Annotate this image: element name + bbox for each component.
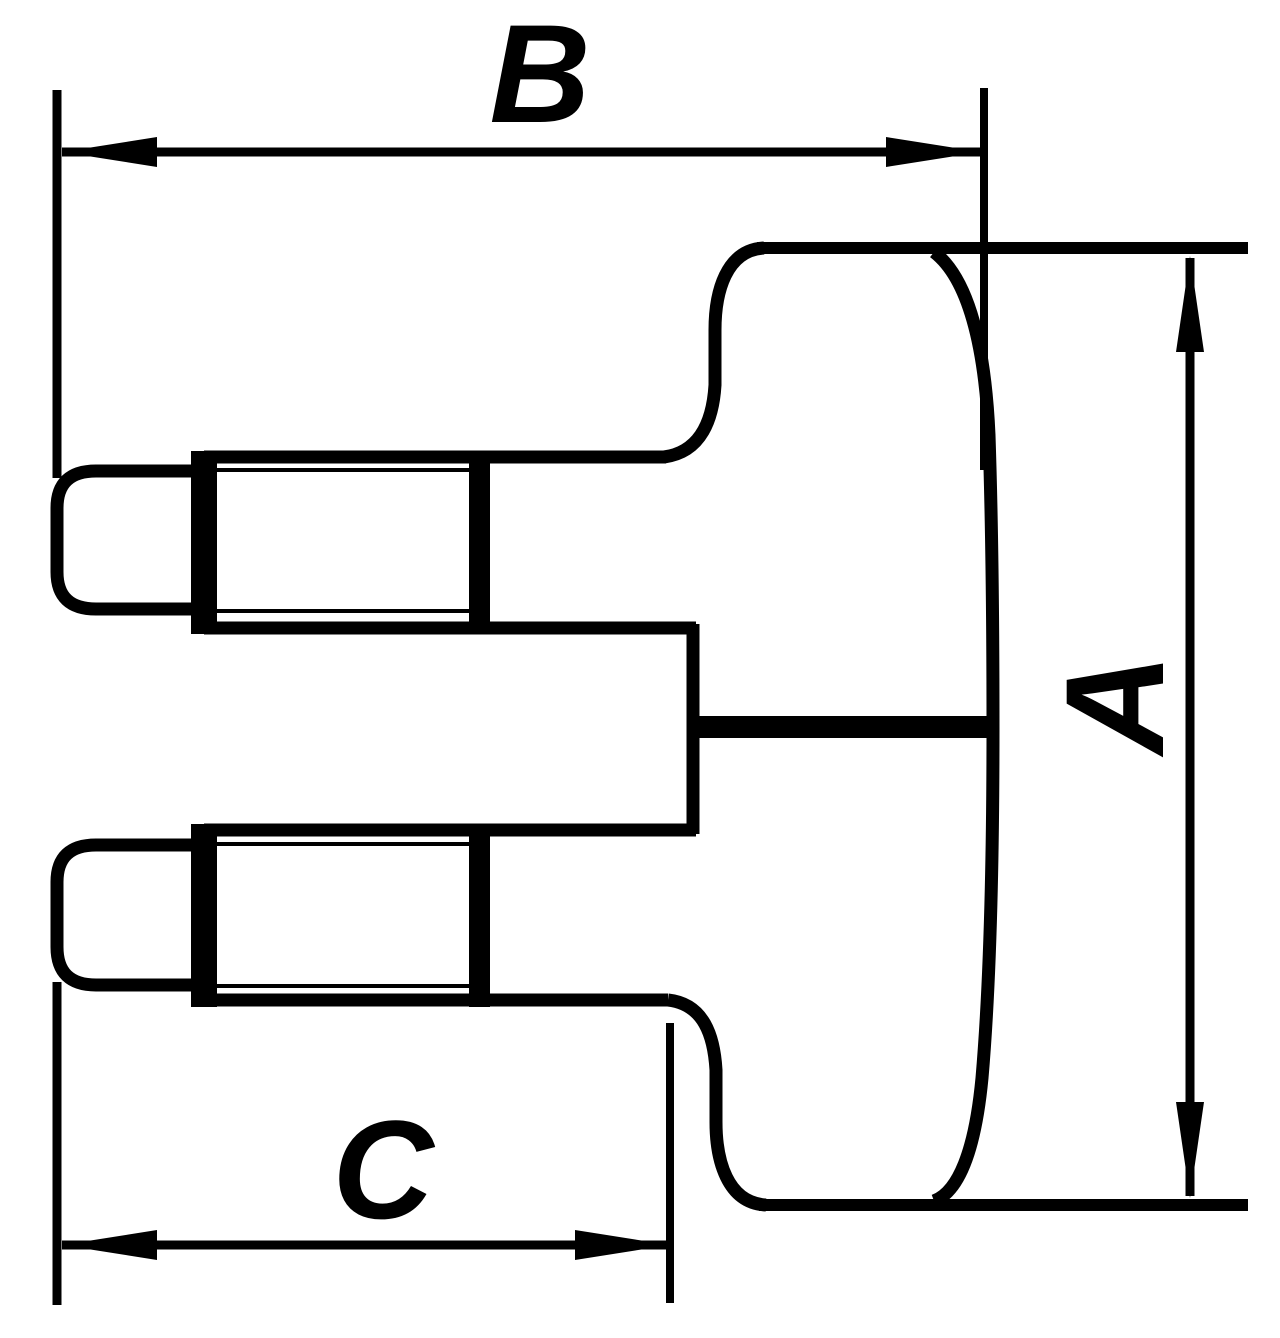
lower-thread-chamfer-band <box>191 824 217 1007</box>
lower-thread-runout-band <box>469 824 490 1007</box>
dimension-a-arrow-top <box>1176 256 1204 352</box>
upper-stud-tip <box>50 464 210 616</box>
dimension-a: A <box>1036 256 1204 1198</box>
dimension-c: C <box>52 982 674 1305</box>
dimension-a-label: A <box>1036 653 1193 757</box>
center-stem-bar <box>687 716 988 738</box>
lower-neck-curve <box>666 993 767 1212</box>
dimension-c-label: C <box>332 1091 435 1248</box>
dimension-b-arrow-right <box>886 137 981 167</box>
upper-neck-curve <box>662 241 765 464</box>
upper-thread-chamfer-band <box>191 451 217 634</box>
upper-thread-runout-band <box>469 451 490 634</box>
dimension-c-arrow-right <box>575 1230 670 1260</box>
upper-thread-minor-lines <box>214 468 472 613</box>
dimension-a-arrow-bottom <box>1176 1102 1204 1198</box>
dimension-c-arrow-left <box>62 1230 157 1260</box>
dimension-b-arrow-left <box>62 137 157 167</box>
dimension-b: B <box>52 0 988 478</box>
dimension-b-label: B <box>489 0 590 152</box>
lower-thread-minor-lines <box>214 842 472 988</box>
lower-stud-tip <box>50 838 210 992</box>
